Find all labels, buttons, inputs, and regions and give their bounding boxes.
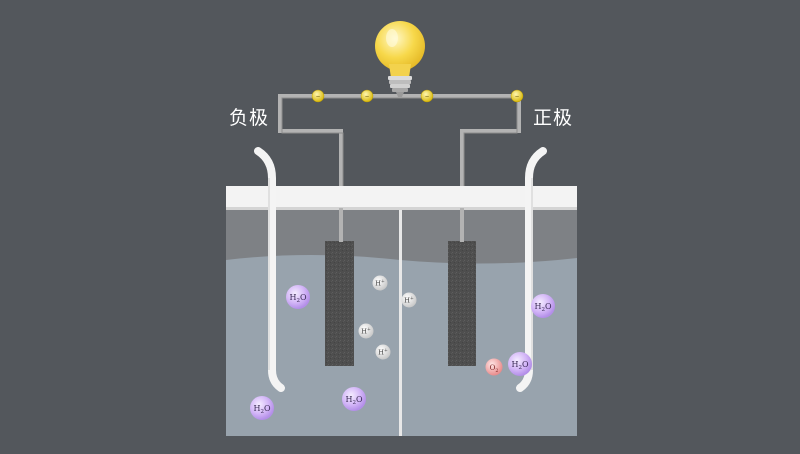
bulb-glass — [375, 21, 425, 71]
svg-text:H2O: H2O — [534, 302, 551, 313]
h2o-molecule: H2O — [286, 285, 310, 309]
bulb-base-ring-2 — [389, 80, 411, 84]
electrolytic-tank — [226, 186, 577, 436]
h2o-molecules: H2O H2O H2O H2O H2O — [250, 285, 555, 420]
svg-text:H+: H+ — [404, 296, 414, 305]
o2-molecule: O2 — [485, 358, 503, 376]
svg-text:H+: H+ — [361, 327, 371, 336]
positive-electrode-rod — [448, 241, 476, 366]
hydrogen-ions: H+ H+ H+ H+ — [358, 275, 417, 360]
h2o-molecule: H2O — [508, 352, 532, 376]
h-plus-ion: H+ — [375, 344, 391, 360]
negative-electrode-rod — [325, 241, 354, 366]
electron: − — [311, 89, 325, 103]
svg-text:−: − — [316, 94, 321, 100]
bulb-base-ring-3 — [390, 84, 410, 88]
svg-text:H+: H+ — [378, 348, 388, 357]
svg-text:−: − — [515, 94, 520, 100]
tank-lid-shadow — [226, 207, 577, 210]
electrons: − − − − — [311, 89, 524, 103]
bulb-base-ring-4 — [392, 88, 408, 92]
h-plus-ion: H+ — [372, 275, 388, 291]
h2o-molecule: H2O — [531, 294, 555, 318]
electron: − — [510, 89, 524, 103]
bulb-base-ring-1 — [388, 76, 412, 80]
svg-text:−: − — [425, 94, 430, 100]
external-circuit-wire — [278, 94, 521, 186]
light-bulb — [375, 21, 425, 97]
positive-electrode-lead — [460, 208, 464, 242]
tank-lid — [226, 186, 577, 210]
h2o-molecule: H2O — [342, 387, 366, 411]
svg-text:H2O: H2O — [289, 293, 306, 304]
negative-electrode-label: 负极 — [229, 107, 270, 129]
svg-text:−: − — [365, 94, 370, 100]
svg-text:H2O: H2O — [345, 395, 362, 406]
electron: − — [420, 89, 434, 103]
bulb-contact — [396, 92, 404, 97]
svg-text:H+: H+ — [375, 279, 385, 288]
proton-exchange-membrane — [399, 208, 402, 436]
gas-inlet-tube-right — [516, 147, 547, 392]
bulb-highlight — [386, 29, 398, 47]
electron: − — [360, 89, 374, 103]
svg-text:H2O: H2O — [253, 404, 270, 415]
h2o-molecule: H2O — [250, 396, 274, 420]
h-plus-ion: H+ — [358, 323, 374, 339]
external-circuit-wire-shading — [281, 97, 518, 186]
negative-electrode-lead — [339, 208, 343, 242]
gas-inlet-tube-left — [254, 147, 285, 392]
positive-electrode-label: 正极 — [533, 107, 574, 129]
svg-text:H2O: H2O — [511, 360, 528, 371]
h-plus-ion: H+ — [401, 292, 417, 308]
svg-text:O2: O2 — [490, 364, 499, 374]
bulb-neck — [389, 64, 411, 78]
